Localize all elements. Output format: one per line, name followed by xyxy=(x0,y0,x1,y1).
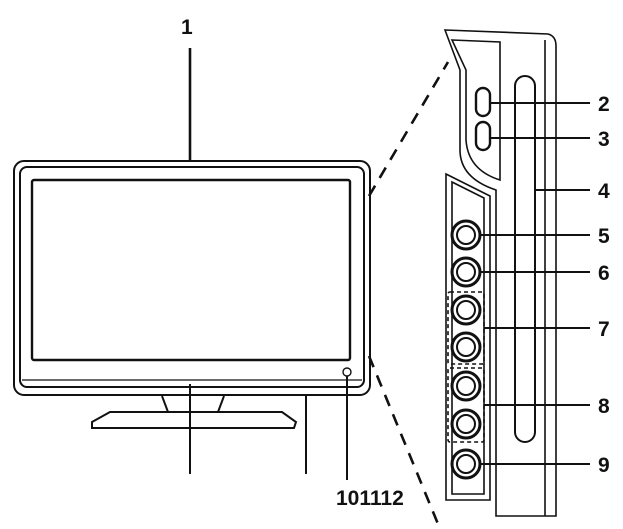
jack-9[interactable] xyxy=(450,448,482,480)
panel-inner-contour xyxy=(450,39,501,182)
zoom-line-bottom xyxy=(367,355,440,525)
jack-6[interactable] xyxy=(450,256,482,288)
tv-leader-lines xyxy=(188,48,348,480)
callout-9: 9 xyxy=(598,454,610,477)
side-button-3[interactable] xyxy=(474,120,492,152)
tv-screen xyxy=(30,178,352,362)
jack-group-brackets xyxy=(447,291,485,443)
jack-7b[interactable] xyxy=(450,331,482,363)
callout-8: 8 xyxy=(598,395,610,418)
bracket-8 xyxy=(447,367,485,443)
callout-2: 2 xyxy=(598,93,610,116)
callout-6: 6 xyxy=(598,262,610,285)
bracket-7 xyxy=(447,291,485,365)
tv-bezel-inner xyxy=(19,166,365,388)
callout-3: 3 xyxy=(598,128,610,151)
zoom-lines xyxy=(367,61,450,525)
panel-leader-lines xyxy=(480,102,590,465)
card-slot[interactable] xyxy=(514,75,536,443)
callout-1: 1 xyxy=(181,16,193,39)
tv-stand-neck xyxy=(161,395,225,413)
tv-stand-base xyxy=(91,411,298,429)
jack-8a[interactable] xyxy=(450,370,482,402)
callout-4: 4 xyxy=(598,180,610,203)
side-button-2[interactable] xyxy=(474,86,492,118)
callout-10-11-12: 101112 xyxy=(336,487,404,510)
jack-8b[interactable] xyxy=(450,408,482,440)
jack-7a[interactable] xyxy=(450,294,482,326)
zoom-line-top xyxy=(367,61,450,197)
jack-panel xyxy=(445,172,491,501)
panel-outer-contour xyxy=(443,29,557,517)
callout-7: 7 xyxy=(598,318,610,341)
jacks xyxy=(450,219,482,480)
tv-bezel-outer xyxy=(13,160,371,396)
callout-5: 5 xyxy=(598,225,610,248)
tv-front-view xyxy=(13,160,371,429)
jack-5[interactable] xyxy=(450,219,482,251)
side-panel-closeup xyxy=(443,29,557,517)
